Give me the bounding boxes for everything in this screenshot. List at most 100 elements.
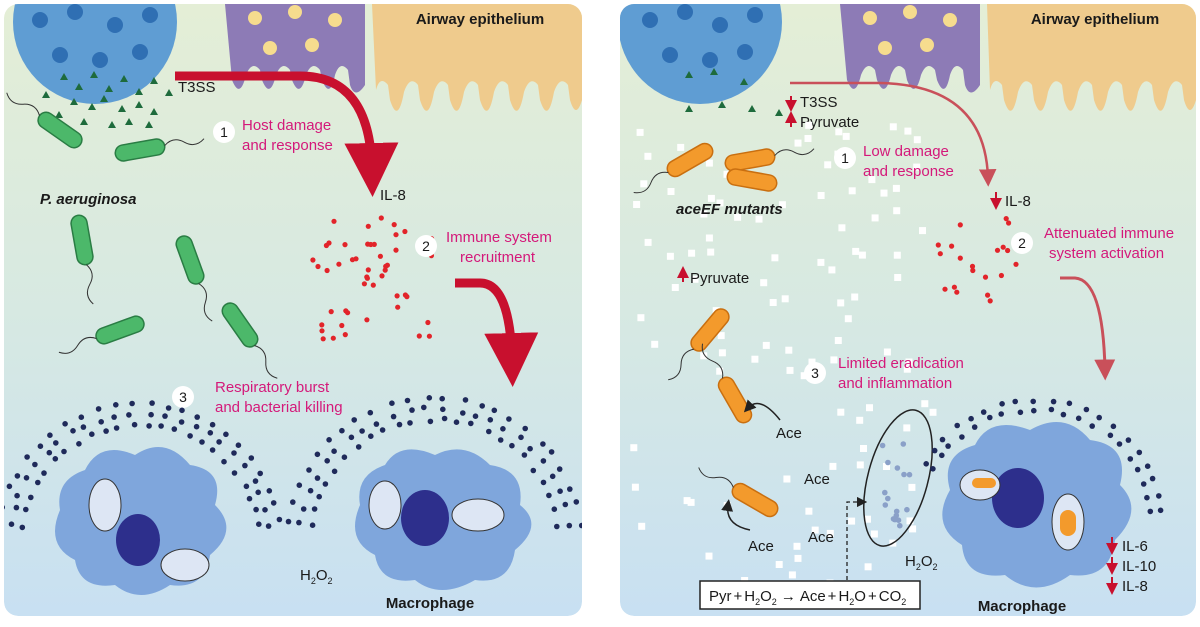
metabolite-square (858, 251, 866, 259)
h2o2-dot (62, 421, 68, 427)
h2o2-dot (216, 439, 222, 445)
h2o2-dot (1030, 398, 1036, 405)
h2o2-dot (235, 442, 242, 449)
step-2-number: 2 (422, 238, 430, 254)
molecule-dot (935, 242, 941, 248)
h2o2-dot (557, 488, 563, 495)
metabolite-square (640, 180, 648, 188)
mutant-bacterium (698, 467, 779, 518)
metabolite-square (830, 356, 838, 364)
h2o2-dot (129, 400, 135, 407)
h2o2-dot (540, 479, 547, 486)
h2o2-dot (53, 440, 59, 446)
h2o2-dot (487, 417, 494, 423)
metabolite-square (851, 293, 859, 301)
left-h2o2-label: H2O2 (300, 567, 333, 586)
h2o2-dot (270, 500, 277, 506)
right-arrow-recruit (1060, 276, 1116, 381)
h2o2-dot (111, 414, 117, 420)
step-3-number: 3 (811, 365, 819, 381)
molecule-dot (330, 335, 336, 341)
metabolite-square (760, 279, 768, 287)
h2o2-dot (78, 414, 85, 421)
h2o2-consumption-outline (863, 409, 933, 547)
metabolite-square (919, 227, 926, 235)
metabolite-square (848, 187, 856, 195)
right-t3ss-label: T3SS (800, 94, 838, 111)
molecule-dot (310, 257, 316, 263)
h2o2-dot (1147, 508, 1154, 515)
step-1-number: 1 (220, 124, 228, 140)
molecule-dot (315, 263, 321, 270)
metabolite-square (848, 517, 856, 525)
h2o2-dot (103, 428, 109, 434)
h2o2-dot (959, 434, 965, 440)
molecule-dot (994, 247, 1001, 253)
molecule-dot (1000, 244, 1006, 250)
molecule-dot (331, 218, 337, 224)
step-2-line2: system activation (1049, 245, 1164, 262)
metabolite-square (808, 358, 816, 366)
h2o2-dot (149, 400, 155, 406)
h2o2-dot (14, 473, 21, 479)
right-pyruvate-mid-label: Pyruvate (690, 270, 749, 287)
mutant-bacterium (633, 142, 714, 194)
metabolite-square (691, 275, 699, 283)
molecule-dot (951, 284, 958, 290)
h2o2-dot (113, 425, 120, 431)
molecule-dot (942, 286, 948, 292)
h2o2-dot (578, 522, 582, 529)
molecule-dot (391, 222, 397, 228)
cytokine-list: IL-6 IL-10 IL-8 (1106, 537, 1156, 595)
h2o2-dot (23, 506, 29, 513)
metabolite-square (860, 445, 867, 452)
metabolite-square (826, 529, 834, 537)
h2o2-dot (231, 450, 237, 456)
molecule-dot (393, 232, 399, 238)
h2o2-dot (522, 425, 528, 432)
ace-secretion-arrow (721, 499, 751, 531)
h2o2-dot (1075, 415, 1082, 422)
h2o2-dot (126, 412, 132, 418)
right-il8-label: IL-8 (1005, 193, 1031, 210)
h2o2-dot (70, 428, 76, 434)
molecule-dot (957, 255, 963, 261)
metabolite-square (651, 340, 659, 348)
metabolite-square (688, 249, 696, 257)
h2o2-dot (530, 467, 537, 474)
metabolite-square (716, 367, 724, 375)
metabolite-square (667, 188, 675, 195)
h2o2-dot (148, 411, 154, 418)
h2o2-dot (257, 470, 264, 477)
metabolite-square (683, 497, 691, 505)
left-macrophage-1 (55, 447, 227, 595)
h2o2-dot (468, 420, 474, 427)
h2o2-dot (1096, 414, 1102, 421)
metabolite-square (909, 525, 917, 533)
h2o2-dot (231, 470, 238, 476)
molecule-dot (379, 273, 385, 279)
h2o2-dot (146, 423, 152, 429)
molecule-dot (326, 240, 332, 246)
bacterium (221, 302, 278, 379)
h2o2-dot (472, 413, 479, 420)
h2o2-dot (546, 492, 552, 499)
molecule-dot (395, 304, 401, 310)
metabolite-square (716, 199, 724, 207)
h2o2-dot (1125, 437, 1132, 443)
h2o2-dot (1050, 398, 1057, 405)
metabolite-square (800, 372, 808, 380)
metabolite-square (913, 136, 921, 144)
h2o2-dot (1066, 400, 1073, 407)
metabolite-square (805, 507, 813, 515)
mutant-bacterium (726, 168, 778, 192)
h2o2-dot (509, 442, 515, 449)
molecule-dot (368, 241, 374, 248)
molecule-dot (416, 333, 422, 339)
molecule-dot (382, 267, 388, 273)
molecule-dot (370, 282, 376, 288)
molecule-dot (319, 322, 325, 328)
h2o2-dot (1012, 398, 1018, 405)
reaction-box (699, 580, 921, 610)
molecule-dot (982, 274, 989, 280)
